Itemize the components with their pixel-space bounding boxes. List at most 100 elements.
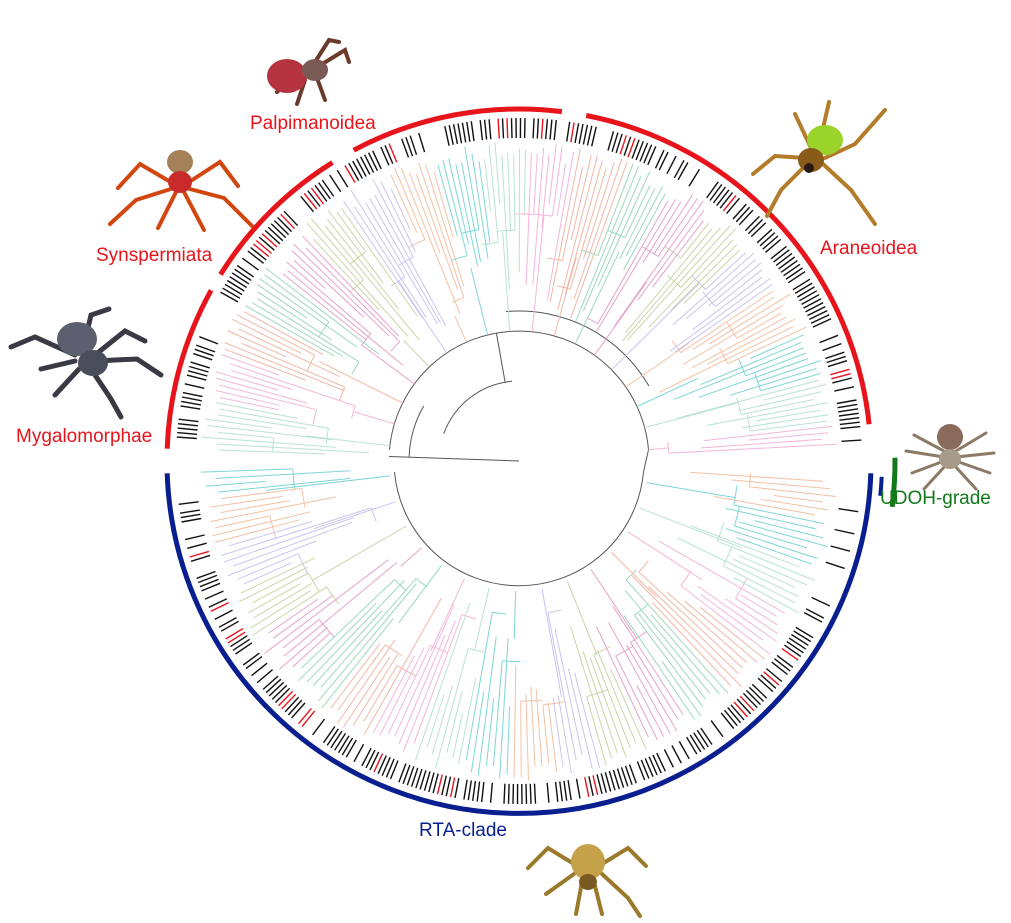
taxon-mark <box>737 699 751 714</box>
taxon-mark <box>794 631 811 642</box>
tree-branch <box>574 159 622 300</box>
taxon-mark <box>235 269 252 280</box>
taxon-mark <box>653 755 661 773</box>
tree-branch <box>215 520 300 543</box>
taxon-mark <box>831 546 850 551</box>
tree-branch <box>756 410 820 421</box>
tree-branch <box>568 582 598 656</box>
tree-branch <box>725 599 778 634</box>
tree-branch <box>624 615 695 719</box>
taxon-mark <box>324 726 335 742</box>
tree-branch <box>761 499 828 510</box>
taxon-mark <box>271 224 286 238</box>
taxon-mark <box>841 440 861 441</box>
taxon-mark <box>231 636 248 647</box>
tree-branch <box>684 250 740 303</box>
taxon-mark <box>311 188 323 204</box>
taxon-mark <box>345 166 355 183</box>
taxon-mark <box>185 384 205 389</box>
taxon-mark <box>690 735 701 752</box>
tree-branch <box>353 412 394 424</box>
tree-branch <box>649 448 669 450</box>
taxon-mark <box>727 198 740 213</box>
tree-branch <box>734 526 807 548</box>
taxon-mark <box>820 335 839 342</box>
taxon-mark <box>185 535 205 540</box>
taxon-mark <box>779 257 795 269</box>
tree-branch <box>626 343 689 387</box>
tree-branch <box>669 444 837 453</box>
taxon-mark <box>711 721 723 737</box>
taxon-mark <box>225 284 242 294</box>
taxon-mark <box>781 261 797 273</box>
arc-palpimanoidea <box>354 109 562 150</box>
taxon-mark <box>797 287 814 297</box>
taxon-mark <box>507 118 508 138</box>
taxon-mark <box>257 670 272 683</box>
tree-branch <box>283 619 319 648</box>
tree-branch <box>254 583 313 618</box>
taxon-mark <box>370 752 379 770</box>
tree-branch <box>700 439 822 448</box>
tree-branch <box>227 331 286 357</box>
tree-branch <box>486 699 493 766</box>
taxon-mark <box>734 702 747 717</box>
taxon-mark <box>498 119 499 139</box>
tree-branch <box>647 483 735 498</box>
tree-branch <box>736 598 778 625</box>
taxon-mark <box>839 509 859 512</box>
tree-branch <box>218 433 274 438</box>
tree-branch <box>401 548 422 567</box>
tree-node <box>352 362 359 375</box>
tree-node <box>734 485 737 505</box>
taxon-mark <box>585 777 589 797</box>
taxon-mark <box>251 248 267 260</box>
tree-branch <box>321 578 416 687</box>
taxon-mark <box>530 784 531 804</box>
tree-branch <box>648 586 738 674</box>
taxon-mark <box>806 609 824 618</box>
taxon-mark <box>787 642 804 653</box>
taxon-mark <box>667 156 676 174</box>
tree-branch <box>434 173 453 238</box>
taxon-mark <box>564 781 567 801</box>
taxon-mark <box>567 122 570 142</box>
taxon-mark <box>227 281 244 292</box>
taxon-mark <box>771 246 787 258</box>
tree-branch <box>364 666 397 722</box>
taxon-mark <box>354 744 364 762</box>
tree-branch <box>293 633 330 667</box>
tree-branch <box>218 478 350 492</box>
taxon-mark <box>252 663 268 676</box>
tree-branch <box>319 361 402 403</box>
taxon-mark <box>180 510 200 513</box>
taxon-mark <box>713 187 725 203</box>
taxon-mark <box>840 427 860 429</box>
spider-mygalomorphae-icon <box>11 309 161 417</box>
tree-node <box>482 242 499 244</box>
tree-node <box>273 438 274 453</box>
tree-branch <box>391 189 410 230</box>
tree-branch <box>662 661 701 715</box>
tree-branch <box>534 154 538 215</box>
tree-node <box>313 410 316 426</box>
root-branch <box>389 457 519 462</box>
taxon-mark <box>601 773 606 792</box>
tree-branch <box>495 142 500 203</box>
tree-node <box>416 578 427 587</box>
taxon-mark <box>236 643 253 654</box>
backbone-arc <box>395 472 644 586</box>
tree-node <box>302 488 305 508</box>
tree-branch <box>215 516 270 528</box>
taxon-mark <box>831 374 850 379</box>
taxon-mark <box>802 295 820 305</box>
tree-branch <box>659 541 785 613</box>
taxon-mark <box>526 784 527 804</box>
backbone-arc <box>506 311 649 386</box>
taxon-mark <box>330 175 341 192</box>
tree-node <box>492 612 506 614</box>
tree-branch <box>456 164 478 266</box>
taxon-mark <box>774 250 790 262</box>
taxon-mark <box>449 125 453 145</box>
taxon-mark <box>179 502 199 505</box>
